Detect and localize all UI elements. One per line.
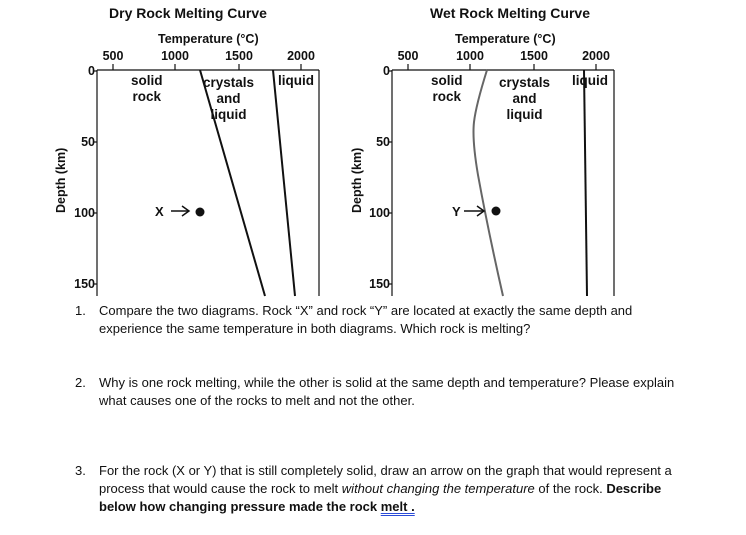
wet-temperature-label: Temperature (°C): [455, 32, 556, 46]
wet-plot-area: [388, 64, 615, 297]
melt-link[interactable]: melt .: [380, 499, 415, 514]
question-3-text-part1: For the rock (X or Y) that is still comp…: [99, 463, 672, 496]
dry-y-tick-150: 150: [74, 277, 95, 291]
wet-y-tick-0: 0: [383, 64, 390, 78]
wet-chart-title: Wet Rock Melting Curve: [430, 5, 590, 21]
question-2-text: Why is one rock melting, while the other…: [99, 375, 675, 408]
question-3-bold-text: Describe below how changing pressure mad…: [99, 481, 662, 514]
dry-chart-title: Dry Rock Melting Curve: [109, 5, 267, 21]
dry-x-tick-500: 500: [102, 49, 124, 63]
dry-liquidus-line: [272, 69, 296, 297]
wet-point-label-y: Y: [452, 204, 461, 219]
question-3: 3. For the rock (X or Y) that is still c…: [75, 462, 699, 516]
question-2: 2. Why is one rock melting, while the ot…: [75, 374, 699, 410]
wet-solidus-curve: [472, 69, 504, 297]
wet-liquid-label: liquid: [572, 73, 608, 88]
question-1: 1. Compare the two diagrams. Rock “X” an…: [75, 302, 685, 338]
wet-rock-chart: Wet Rock Melting Curve Temperature (°C) …: [340, 0, 660, 300]
wet-y-tick-100: 100: [369, 206, 390, 220]
question-1-number: 1.: [75, 303, 86, 318]
wet-solid-rock-label: solid rock: [431, 73, 463, 104]
question-1-text: Compare the two diagrams. Rock “X” and r…: [99, 303, 633, 336]
dry-solidus-line: [199, 69, 266, 297]
wet-point-dot: [491, 206, 501, 216]
wet-y-tick-50: 50: [376, 135, 390, 149]
dry-solid-rock-label: solid rock: [131, 73, 163, 104]
dry-y-tick-50: 50: [81, 135, 95, 149]
wet-x-tick-1000: 1000: [456, 49, 484, 63]
wet-x-tick-2000: 2000: [582, 49, 610, 63]
dry-crystals-liquid-label: crystals and liquid: [203, 75, 255, 122]
questions-section: 1. Compare the two diagrams. Rock “X” an…: [75, 302, 685, 514]
dry-x-tick-1000: 1000: [161, 49, 189, 63]
dry-point-label-x: X: [155, 204, 164, 219]
dry-x-tick-1500: 1500: [225, 49, 253, 63]
dry-rock-chart: Dry Rock Melting Curve Temperature (°C) …: [45, 0, 365, 300]
question-3-italic-text: without changing the temperature: [341, 481, 535, 496]
question-2-number: 2.: [75, 375, 86, 390]
wet-crystals-liquid-label: crystals and liquid: [499, 75, 551, 122]
dry-point-dot: [195, 207, 205, 217]
dry-y-tick-100: 100: [74, 206, 95, 220]
question-3-text-part2: of the rock.: [534, 481, 607, 496]
dry-temperature-label: Temperature (°C): [158, 32, 259, 46]
wet-y-tick-150: 150: [369, 277, 390, 291]
wet-liquidus-line: [583, 69, 588, 297]
dry-plot-area: [93, 64, 320, 297]
wet-x-tick-500: 500: [397, 49, 419, 63]
wet-x-tick-1500: 1500: [520, 49, 548, 63]
dry-y-tick-0: 0: [88, 64, 95, 78]
dry-x-tick-2000: 2000: [287, 49, 315, 63]
question-3-number: 3.: [75, 463, 86, 478]
dry-liquid-label: liquid: [278, 73, 314, 88]
